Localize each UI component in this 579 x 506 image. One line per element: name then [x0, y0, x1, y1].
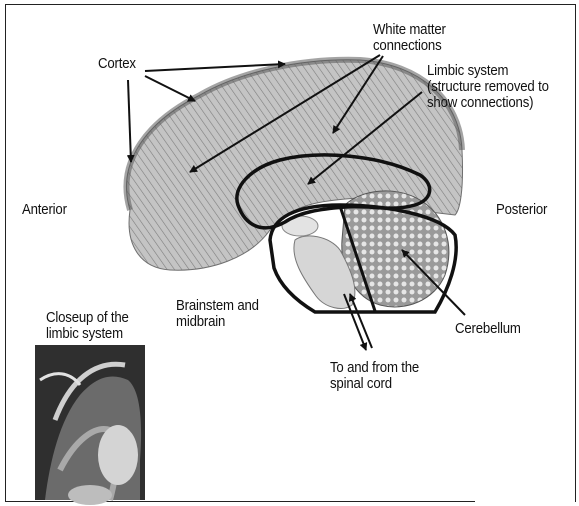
closeup-photo	[35, 345, 145, 505]
arrow-cortex-mid	[145, 76, 195, 101]
closeup-label-line1: Closeup of the	[46, 310, 129, 325]
closeup-label-line2: limbic system	[46, 326, 123, 341]
cerebellum-label: Cerebellum	[455, 321, 521, 336]
arrow-spinal-out	[344, 294, 366, 350]
brain-hemisphere	[126, 60, 462, 309]
posterior-label: Posterior	[496, 202, 547, 217]
limbic-label-line3: show connections)	[427, 95, 533, 110]
arrow-cortex-left	[128, 80, 131, 162]
limbic-label-line2: (structure removed to	[427, 79, 549, 94]
limbic-label-line1: Limbic system	[427, 63, 508, 78]
brainstem-label-line1: Brainstem and	[176, 298, 259, 313]
spinal-label-line2: spinal cord	[330, 376, 392, 391]
anterior-label: Anterior	[22, 202, 67, 217]
spinal-label-line1: To and from the	[330, 360, 419, 375]
cortex-label: Cortex	[98, 56, 136, 71]
brainstem-label-line2: midbrain	[176, 314, 225, 329]
white-matter-label-line1: White matter	[373, 22, 446, 37]
white-matter-label-line2: connections	[373, 38, 442, 53]
